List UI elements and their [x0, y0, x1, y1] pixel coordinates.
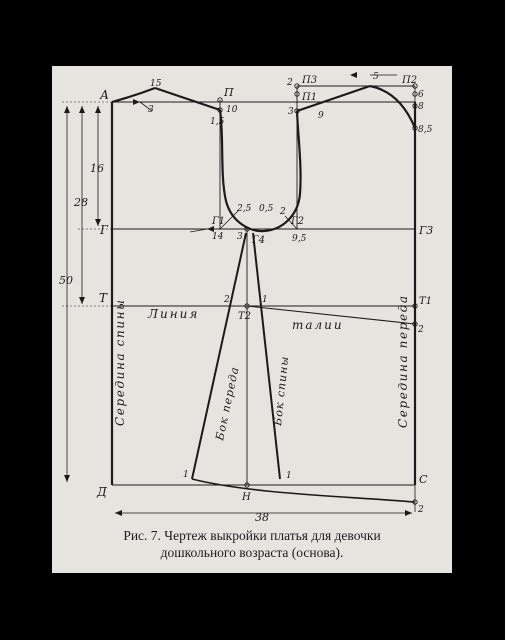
pattern-drawing: А Г Т Д П П1 П2 П3 Г1 Г2 Г3 Г4 Т1 Т2 С Н… [59, 72, 433, 524]
num-1c: 1 [286, 471, 292, 481]
back-side-seam [252, 232, 281, 480]
point-a: А [99, 88, 109, 102]
point-p2: П2 [401, 75, 417, 86]
front-side-label: Бок переда [213, 365, 242, 442]
point-g2: Г2 [290, 216, 304, 227]
num-1a: 1 [262, 295, 268, 305]
caption-line-2: дошкольного возраста (основа). [160, 545, 344, 560]
pattern-sheet: А Г Т Д П П1 П2 П3 Г1 Г2 Г3 Г4 Т1 Т2 С Н… [52, 66, 452, 573]
num-95: 9,5 [292, 234, 307, 244]
dim-28-label: 28 [73, 196, 88, 209]
num-25: 2,5 [236, 204, 252, 214]
num-2c: 2 [223, 295, 230, 305]
waist-label: талии [292, 318, 344, 332]
point-t2: Т2 [238, 311, 251, 322]
point-g4: Г4 [251, 235, 265, 246]
num-14: 14 [212, 232, 224, 242]
num-85: 8,5 [418, 125, 433, 135]
front-shoulder [296, 84, 371, 113]
point-p1: П1 [301, 92, 317, 103]
front-center-label: Середина переда [396, 294, 410, 428]
arrow-14-line [189, 228, 208, 233]
dim-16-label: 16 [90, 162, 104, 175]
back-side-label: Бок спины [271, 355, 291, 427]
num-05: 0,5 [259, 204, 274, 214]
dim-38-label: 38 [255, 511, 269, 524]
back-shoulder [154, 86, 221, 112]
arrow-3-line [139, 101, 153, 112]
num-3a: 3 [148, 105, 154, 115]
armhole-curve [218, 109, 302, 233]
front-side-seam [191, 232, 247, 480]
point-p: П [223, 86, 234, 99]
point-g3: Г3 [418, 224, 433, 237]
figure-caption: Рис. 7. Чертеж выкройки платья для девоч… [52, 527, 452, 561]
front-waist-drop [246, 305, 416, 325]
caption-line-1: Рис. 7. Чертеж выкройки платья для девоч… [123, 528, 381, 543]
num-2a: 2 [286, 78, 293, 88]
point-p3: П3 [301, 75, 317, 86]
armhole-bisector-2 [284, 215, 298, 230]
point-g1: Г1 [211, 216, 225, 227]
num-8: 8 [418, 102, 424, 112]
key-points [217, 83, 418, 505]
num-10: 10 [226, 105, 238, 115]
point-c: С [419, 473, 428, 486]
point-t: Т [99, 291, 108, 305]
dim-50-label: 50 [59, 274, 73, 287]
num-9: 9 [318, 111, 324, 121]
point-h: Н [241, 492, 251, 503]
num-3b: 3 [288, 107, 294, 117]
back-neckline [111, 86, 156, 104]
num-5: 5 [373, 72, 379, 82]
num-15b: 1,5 [210, 117, 225, 127]
arrowheads [64, 72, 412, 516]
num-2b: 2 [279, 207, 286, 217]
armhole-bisector [219, 210, 239, 230]
point-d: Д [96, 485, 107, 499]
num-6: 6 [418, 90, 424, 100]
back-center-label: Середина спины [113, 298, 127, 426]
front-neckline [369, 84, 417, 129]
point-t1: Т1 [419, 296, 432, 307]
num-1b: 1 [183, 470, 189, 480]
num-3c: 3 [237, 232, 243, 242]
hem-curve [191, 478, 416, 503]
num-2d: 2 [417, 325, 424, 335]
waist-line-label: Линия [147, 307, 199, 321]
num-2e: 2 [417, 505, 424, 515]
num-15a: 15 [150, 79, 162, 89]
point-g: Г [99, 223, 109, 237]
